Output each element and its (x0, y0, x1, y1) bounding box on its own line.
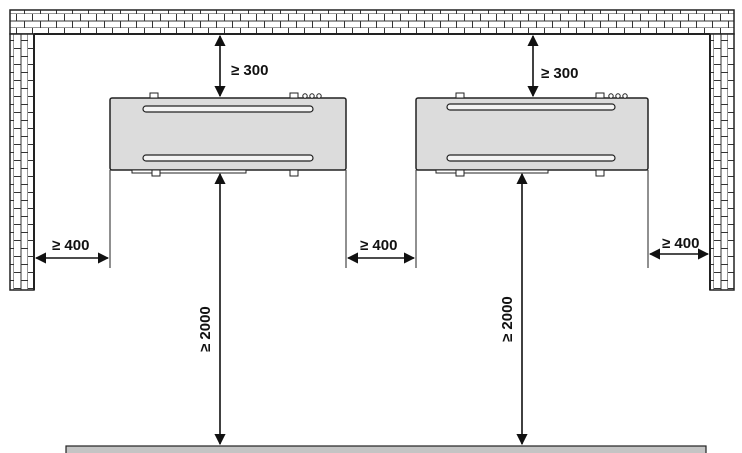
label-ceiling-right: ≥ 300 (541, 65, 578, 82)
dimension-arrows (34, 34, 710, 446)
label-floor-left: ≥ 2000 (197, 306, 214, 352)
label-side-between-units: ≥ 400 (360, 237, 397, 254)
brick-wall (9, 9, 735, 291)
floor (65, 445, 707, 453)
label-ceiling-left: ≥ 300 (231, 62, 268, 79)
indoor-unit-right (415, 92, 649, 177)
label-floor-right: ≥ 2000 (499, 296, 516, 342)
indoor-unit-left (109, 92, 347, 177)
ceiling-bricks (9, 9, 735, 35)
label-side-left-wall: ≥ 400 (52, 237, 89, 254)
extension-lines (109, 170, 649, 268)
right-wall-bricks (709, 33, 735, 291)
left-wall-bricks (9, 33, 35, 291)
label-side-right-wall: ≥ 400 (662, 235, 699, 252)
